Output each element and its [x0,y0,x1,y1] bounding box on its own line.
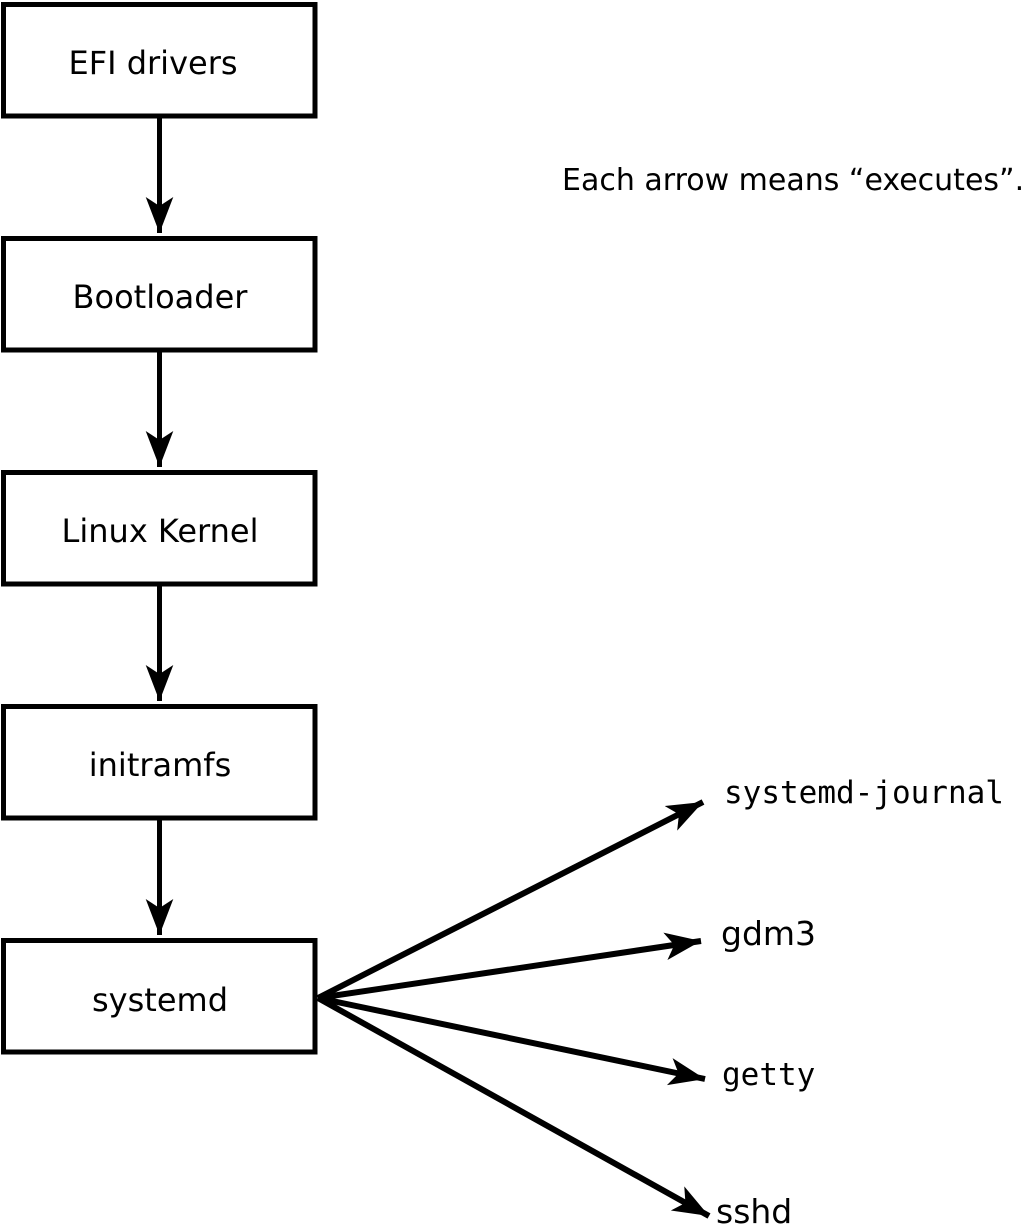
box-initramfs-rect [1,704,318,821]
box-systemd-rect [1,938,318,1055]
service-label-systemd-journal: systemd-journal [724,775,1004,811]
service-label-gdm3: gdm3 [721,914,816,953]
box-initramfs-label: initramfs [89,746,231,784]
box-linux-kernel-rect [1,470,318,587]
box-systemd: systemd [1,938,318,1055]
box-bootloader: Bootloader [1,236,318,353]
arrow-systemd-to-journal [316,799,705,1001]
arrow-systemd-to-sshd [316,995,711,1219]
box-efi-drivers-label: EFI drivers [68,44,237,82]
arrow-meaning-note: Each arrow means “executes”. [562,163,1023,198]
box-bootloader-rect [1,236,318,353]
arrow-systemd-to-gdm3 [317,932,702,1001]
box-efi-drivers-rect [1,2,318,119]
service-label-sshd: sshd [716,1192,792,1230]
box-efi-drivers: EFI drivers [1,2,318,119]
box-initramfs: initramfs [1,704,318,821]
box-linux-kernel-label: Linux Kernel [62,512,259,550]
arrow-systemd-to-getty [317,995,706,1086]
service-label-getty: getty [722,1057,815,1093]
box-linux-kernel: Linux Kernel [1,470,318,587]
box-bootloader-label: Bootloader [73,278,249,316]
box-systemd-label: systemd [92,981,228,1019]
